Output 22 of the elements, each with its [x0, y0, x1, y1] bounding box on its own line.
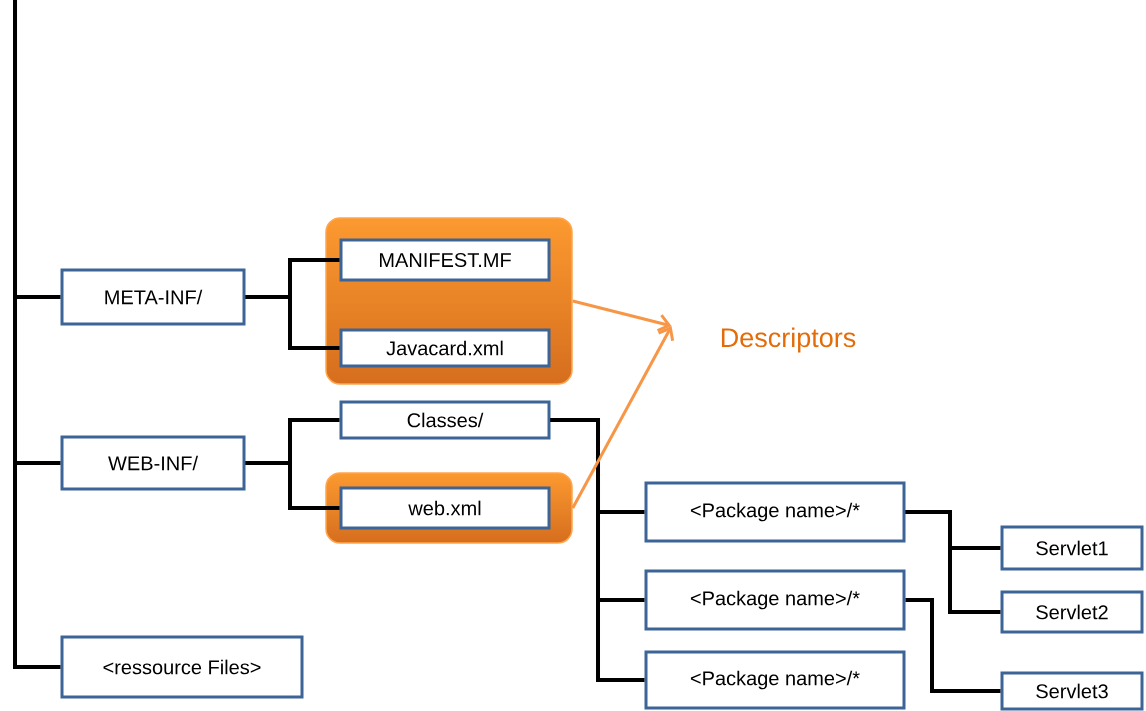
file-box: Servlet2: [1000, 590, 1144, 634]
arrow: [572, 299, 672, 333]
file-box: Servlet1: [1000, 525, 1144, 571]
tree-line: [905, 510, 1001, 614]
tree-line: [905, 598, 1001, 693]
tree-line: [13, 0, 61, 669]
tree-line: [245, 461, 340, 510]
descriptor-label: Descriptors: [721, 327, 856, 353]
file-box: <Package name>/*: [644, 481, 906, 543]
tree-line: [550, 418, 645, 682]
file-box: <ressource Files>: [60, 635, 304, 699]
file-box: web.xml: [339, 486, 551, 530]
arrow: [571, 326, 675, 509]
file-box: Javacard.xml: [339, 328, 551, 368]
tree-line: [245, 295, 340, 350]
file-box: Classes/: [339, 400, 551, 440]
file-box: <Package name>/*: [644, 569, 906, 631]
file-box: META-INF/: [60, 268, 246, 326]
file-box: Servlet3: [1000, 671, 1144, 711]
file-box: <Package name>/*: [644, 650, 906, 710]
file-box: WEB-INF/: [60, 435, 246, 491]
file-box: MANIFEST.MF: [339, 238, 551, 282]
